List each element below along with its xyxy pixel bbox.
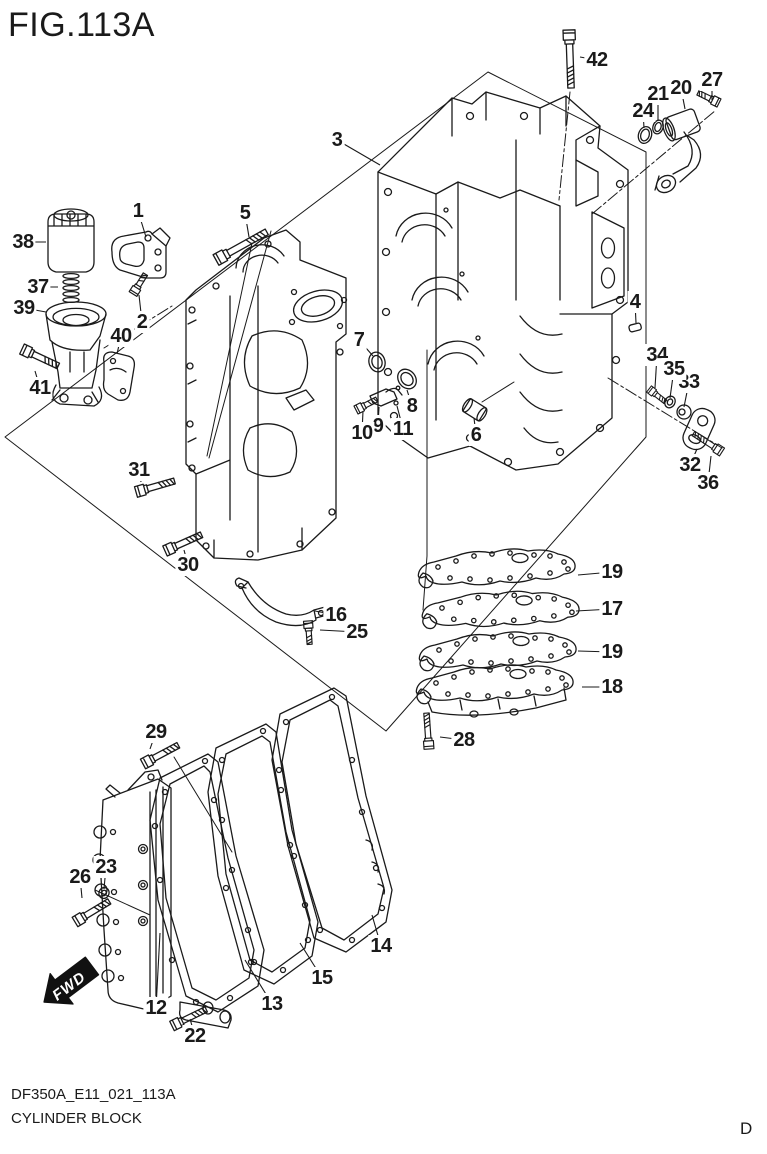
callout-36: 36	[695, 472, 721, 494]
oil-filter-mount	[45, 301, 107, 407]
callout-26: 26	[67, 866, 93, 888]
fwd-arrow: FWD	[43, 956, 100, 1005]
side-fittings	[353, 322, 642, 422]
mount-gasket	[102, 351, 136, 401]
callout-29: 29	[143, 721, 169, 743]
callout-37: 37	[25, 276, 51, 298]
cylinder-side-plates	[71, 687, 393, 1032]
callout-8: 8	[404, 395, 420, 417]
plate-12	[92, 769, 232, 1029]
crankcase-half-block	[185, 229, 348, 561]
callout-19: 19	[599, 561, 625, 583]
callout-4: 4	[627, 291, 643, 313]
figure-title: FIG.113A	[8, 6, 155, 44]
callout-28: 28	[451, 729, 477, 751]
callout-42: 42	[584, 49, 610, 71]
callout-10: 10	[349, 422, 375, 444]
filter-bracket	[111, 227, 171, 279]
callout-12: 12	[143, 997, 169, 1019]
callout-38: 38	[10, 231, 36, 253]
callout-30: 30	[175, 554, 201, 576]
part-name-label: CYLINDER BLOCK	[11, 1110, 142, 1127]
callout-41: 41	[27, 377, 53, 399]
callout-14: 14	[368, 935, 394, 957]
callout-19: 19	[599, 641, 625, 663]
callout-35: 35	[661, 358, 687, 380]
callout-2: 2	[134, 311, 150, 333]
callout-5: 5	[237, 202, 253, 224]
callout-20: 20	[668, 77, 694, 99]
page-letter: D	[740, 1119, 753, 1138]
callout-6: 6	[468, 424, 484, 446]
callout-11: 11	[390, 418, 416, 440]
oil-filter	[47, 208, 95, 273]
oil-filter-assembly	[19, 208, 171, 407]
callout-15: 15	[309, 967, 335, 989]
gasket-stack	[415, 548, 581, 750]
callout-23: 23	[93, 856, 119, 878]
callout-25: 25	[344, 621, 370, 643]
callout-13: 13	[259, 993, 285, 1015]
plate-14	[271, 687, 393, 953]
callout-17: 17	[599, 598, 625, 620]
callout-31: 31	[126, 459, 152, 481]
callout-1: 1	[130, 200, 146, 222]
drawing-code: DF350A_E11_021_113A	[11, 1086, 176, 1103]
callout-24: 24	[630, 100, 656, 122]
top-right-fittings	[562, 29, 722, 194]
callout-39: 39	[11, 297, 37, 319]
callout-7: 7	[351, 329, 367, 351]
callout-27: 27	[699, 69, 725, 91]
callout-3: 3	[329, 129, 345, 151]
callout-18: 18	[599, 676, 625, 698]
callout-40: 40	[108, 325, 134, 347]
filter-spring	[62, 272, 80, 304]
callout-22: 22	[182, 1025, 208, 1047]
